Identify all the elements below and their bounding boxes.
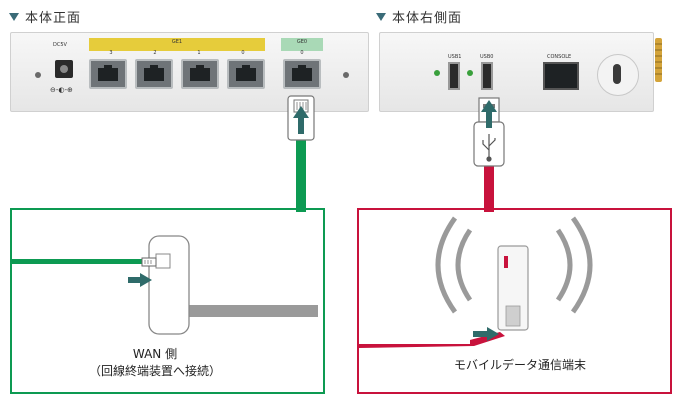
usb0-port[interactable] bbox=[481, 62, 493, 90]
ge0-port-number: 0 bbox=[300, 50, 304, 56]
antenna-mount bbox=[597, 54, 639, 96]
console-port[interactable] bbox=[543, 62, 579, 90]
screw-icon bbox=[343, 72, 349, 78]
signal-waves-icon bbox=[435, 216, 593, 314]
ge1-port-3[interactable] bbox=[89, 59, 127, 89]
usb1-port[interactable] bbox=[448, 62, 460, 90]
triangle-marker-icon bbox=[376, 12, 386, 21]
wan-title: WAN 側 bbox=[132, 347, 178, 361]
screw-icon bbox=[35, 72, 41, 78]
triangle-marker-icon bbox=[9, 12, 19, 21]
power-jack-pin-icon bbox=[60, 65, 68, 73]
green-cable bbox=[296, 138, 306, 212]
ge1-port-2[interactable] bbox=[135, 59, 173, 89]
ge1-port-1[interactable] bbox=[181, 59, 219, 89]
red-cable bbox=[484, 164, 494, 212]
mobile-title: モバイルデータ通信端末 bbox=[453, 358, 586, 372]
mobile-box bbox=[357, 208, 672, 394]
front-heading: 本体正面 bbox=[9, 7, 81, 26]
ge1-port-numbers: 3 2 1 0 bbox=[89, 50, 265, 56]
ge1-label: GE1 bbox=[171, 39, 183, 45]
wan-subtitle: （回線終端装置へ接続） bbox=[88, 364, 221, 378]
right-side-heading: 本体右側面 bbox=[376, 7, 462, 26]
front-heading-text: 本体正面 bbox=[25, 11, 82, 26]
ge1-band: GE1 bbox=[89, 38, 265, 51]
port-number: 1 bbox=[197, 50, 201, 56]
polarity-icon: ⊖-◐-⊕ bbox=[50, 86, 73, 94]
ge0-band: GE0 bbox=[281, 38, 323, 51]
port-number: 2 bbox=[153, 50, 157, 56]
port-number: 3 bbox=[109, 50, 113, 56]
ge0-port[interactable] bbox=[283, 59, 321, 89]
port-number: 0 bbox=[241, 50, 245, 56]
console-label: CONSOLE bbox=[547, 54, 572, 60]
usb1-led bbox=[434, 70, 440, 76]
right-side-heading-text: 本体右側面 bbox=[392, 11, 463, 26]
usb1-label: USB1 bbox=[448, 54, 462, 60]
wan-box bbox=[10, 208, 325, 394]
power-label: DC5V bbox=[53, 42, 67, 48]
usb0-label: USB0 bbox=[480, 54, 494, 60]
ge1-port-0[interactable] bbox=[227, 59, 265, 89]
usb0-led bbox=[467, 70, 473, 76]
antenna-slot-icon bbox=[613, 64, 621, 84]
ge0-label: GE0 bbox=[296, 39, 308, 45]
usb-symbol-icon bbox=[482, 134, 496, 162]
